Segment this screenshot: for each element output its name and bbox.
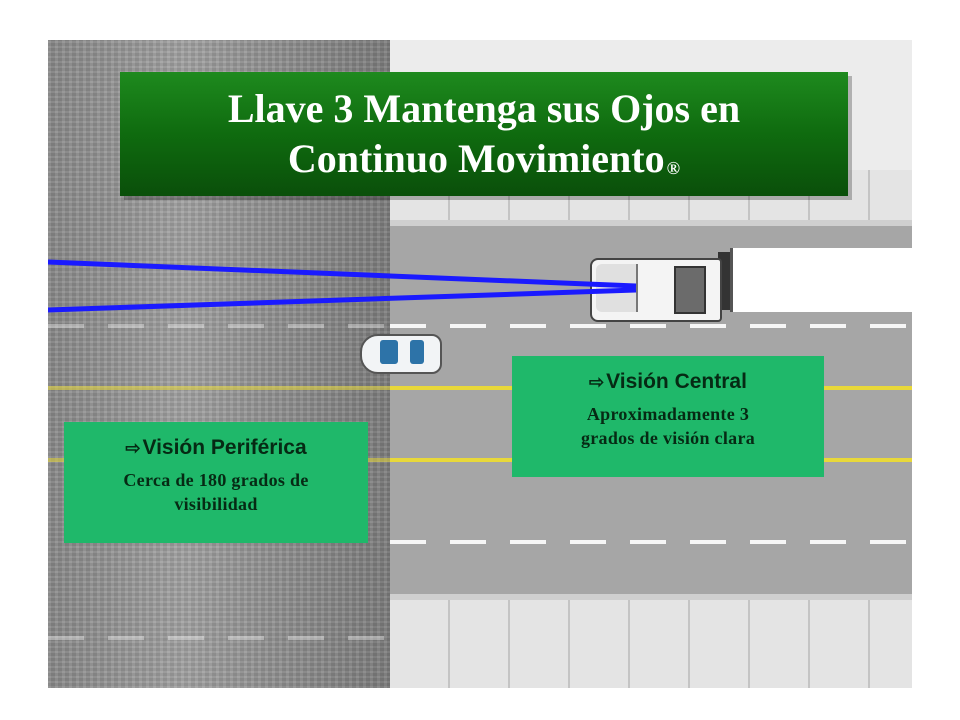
title-line-2-text: Continuo Movimiento [287,136,665,181]
yellow-line [48,386,390,390]
arrow-right-icon: ⇨ [125,438,141,458]
peripheral-vision-heading-text: Visión Periférica [142,436,307,459]
sidewalk-bottom [390,600,912,688]
central-vision-body-line2: grados de visión clara [580,428,756,448]
title-line-2: Continuo Movimiento® [120,134,848,193]
peripheral-vision-box: ⇨Visión Periférica Cerca de 180 grados d… [64,422,368,543]
truck-window [674,266,706,314]
lane-dash-line [48,324,390,328]
peripheral-vision-body: Cerca de 180 grados de visibilidad [64,468,368,516]
central-vision-heading: ⇨Visión Central [512,370,824,394]
title-banner: Llave 3 Mantenga sus Ojos en Continuo Mo… [120,72,848,196]
registered-mark: ® [666,158,681,178]
central-vision-box: ⇨Visión Central Aproximadamente 3 grados … [512,356,824,477]
curb [390,594,912,600]
central-vision-heading-text: Visión Central [606,370,747,393]
car-windshield [380,340,398,364]
vision-line-upper [48,259,637,289]
central-vision-body: Aproximadamente 3 grados de visión clara [512,402,824,450]
vision-lines [48,259,637,313]
peripheral-vision-body-line2: visibilidad [174,494,258,514]
lane-dash-line [390,324,912,328]
peripheral-vision-heading: ⇨Visión Periférica [64,436,368,460]
arrow-right-icon: ⇨ [589,372,605,392]
car [360,334,442,374]
truck-trailer [730,248,912,312]
lane-dash-line [390,540,912,544]
vision-line-lower [48,287,637,313]
lane-dash-line [48,636,390,640]
central-vision-body-line1: Aproximadamente 3 [586,404,750,424]
car-rear-window [410,340,424,364]
title-line-1: Llave 3 Mantenga sus Ojos en [227,86,741,131]
peripheral-vision-body-line1: Cerca de 180 grados de [123,470,309,490]
curb [390,220,912,226]
